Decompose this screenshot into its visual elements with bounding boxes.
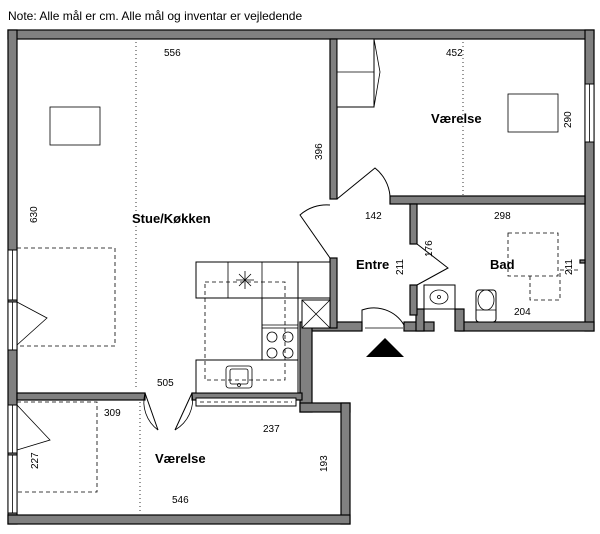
plan-note: Note: Alle mål er cm. Alle mål og invent… [8, 9, 302, 23]
dim-298: 298 [494, 211, 511, 222]
dim-452: 452 [446, 48, 463, 59]
dim-630: 630 [29, 206, 40, 223]
wardrobe [336, 38, 381, 108]
sink-icon [225, 365, 253, 389]
beds [16, 232, 580, 493]
dim-193: 193 [319, 455, 330, 472]
kitchen [195, 261, 331, 407]
dimension-guides [135, 42, 464, 513]
dim-309: 309 [104, 408, 121, 419]
washing-machine [507, 232, 559, 277]
doors [143, 167, 449, 431]
washbasin-icon [423, 284, 456, 310]
dim-211b: 211 [564, 259, 575, 275]
room-label-stue: Stue/Køkken [132, 211, 211, 226]
dim-176: 176 [424, 240, 435, 257]
dim-396: 396 [314, 143, 325, 160]
bed-vaerelse-bottom [16, 401, 98, 493]
dim-204: 204 [514, 307, 531, 318]
kitchen-counter-bottom [195, 359, 299, 394]
dim-290: 290 [563, 111, 574, 128]
toilet-icon [475, 289, 497, 323]
dim-142: 142 [365, 211, 382, 222]
extractor-fan-icon [236, 271, 254, 289]
room-label-vaerelse-top: Værelse [431, 111, 482, 126]
dim-546: 546 [172, 495, 189, 506]
bathroom-fixtures [423, 284, 497, 323]
dim-505: 505 [157, 378, 174, 389]
dim-227: 227 [30, 452, 41, 469]
room-label-vaerelse-bottom: Værelse [155, 451, 206, 466]
window-swings [16, 301, 51, 451]
ceiling-lights [49, 93, 559, 146]
stove-icon [261, 327, 299, 361]
inner-walls [16, 38, 586, 401]
entrance-arrow-icon [366, 338, 404, 357]
bed-stue [16, 247, 116, 347]
kitchen-island [204, 281, 286, 381]
dim-556: 556 [164, 48, 181, 59]
room-label-bad: Bad [490, 257, 515, 272]
entre-closet [301, 299, 331, 329]
ceiling-light-vaerelse [507, 93, 559, 133]
room-label-entre: Entre [356, 257, 389, 272]
windows [7, 83, 595, 514]
ceiling-light-stue [49, 106, 101, 146]
dimension-labels: 556 452 396 290 630 142 298 176 211 211 … [29, 48, 575, 506]
dim-237: 237 [263, 424, 280, 435]
dim-211a: 211 [395, 259, 406, 275]
